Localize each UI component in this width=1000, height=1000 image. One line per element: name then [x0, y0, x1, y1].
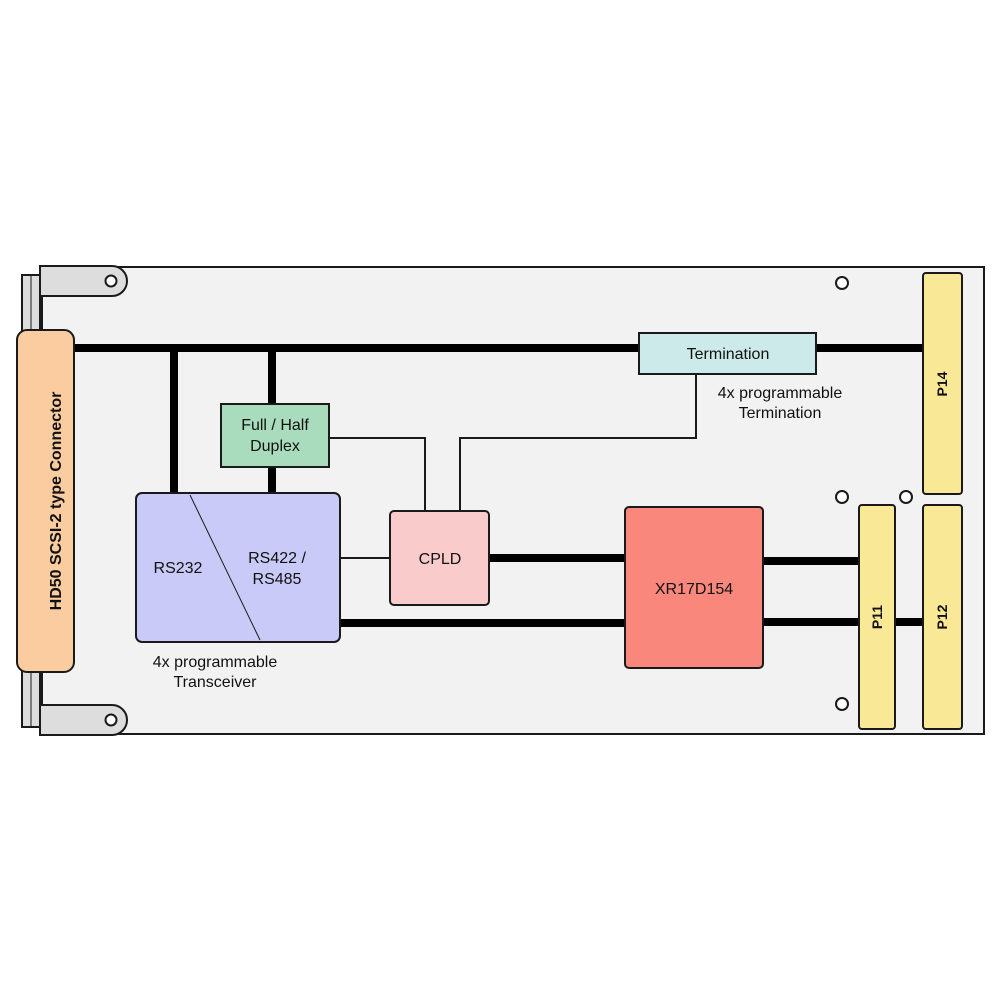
top-ear-hole-icon	[104, 274, 118, 288]
rs422-label-line1: RS422 /	[248, 550, 306, 567]
termination-label: Termination	[687, 346, 770, 363]
bottom-ear-hole-icon	[104, 713, 118, 727]
uart-label: XR17D154	[655, 581, 733, 598]
p12-header	[922, 504, 963, 730]
termination-block	[638, 332, 817, 375]
duplex-block	[220, 403, 330, 468]
cpld-label: CPLD	[419, 551, 462, 568]
uart-block	[624, 506, 764, 669]
p11-label: P11	[869, 605, 885, 629]
termination-note-line2: Termination	[739, 405, 822, 422]
mounting-hole-icon	[835, 697, 849, 711]
hd50-connector-label: HD50 SCSI-2 type Connector	[48, 392, 65, 611]
p14-label: P14	[934, 371, 950, 396]
mounting-hole-icon	[835, 276, 849, 290]
mounting-hole-icon	[835, 490, 849, 504]
termination-to-cpld-line	[459, 375, 697, 511]
duplex-label-line1: Full / Half	[241, 417, 309, 434]
p12-label: P12	[934, 604, 950, 629]
rs232-label: RS232	[154, 560, 203, 577]
cpld-block	[389, 510, 490, 606]
rs422-label-line2: RS485	[253, 571, 302, 588]
termination-note-line1: 4x programmable	[718, 385, 843, 402]
control-lines	[329, 375, 697, 559]
hd50-connector	[16, 329, 75, 673]
duplex-label-line2: Duplex	[250, 438, 300, 455]
p14-header	[922, 272, 963, 495]
p11-header	[858, 504, 896, 730]
bottom-mounting-ear	[39, 704, 128, 736]
mounting-hole-icon	[899, 490, 913, 504]
top-mounting-ear	[39, 265, 128, 297]
transceiver-block	[135, 492, 341, 643]
transceiver-divider	[189, 494, 261, 641]
transceiver-note-line2: Transceiver	[174, 674, 258, 691]
transceiver-note-line1: 4x programmable	[153, 654, 278, 671]
duplex-to-cpld-line	[329, 437, 426, 511]
